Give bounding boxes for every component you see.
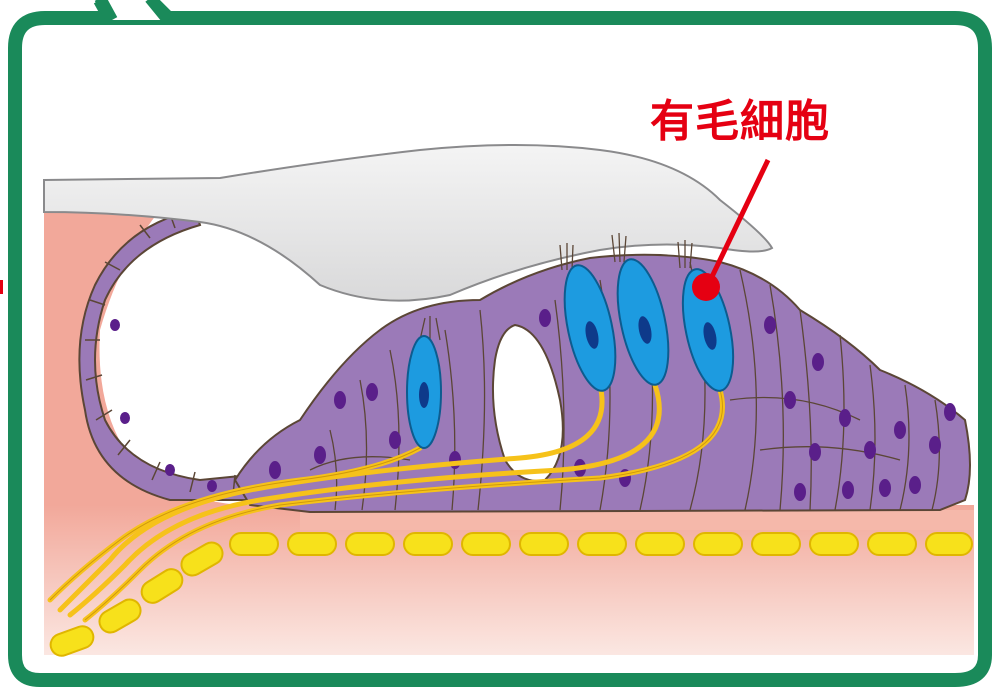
edge-mark bbox=[0, 280, 3, 294]
hair-cell-label: 有毛細胞 bbox=[650, 96, 830, 147]
red-dot-pointer-icon bbox=[692, 273, 720, 301]
